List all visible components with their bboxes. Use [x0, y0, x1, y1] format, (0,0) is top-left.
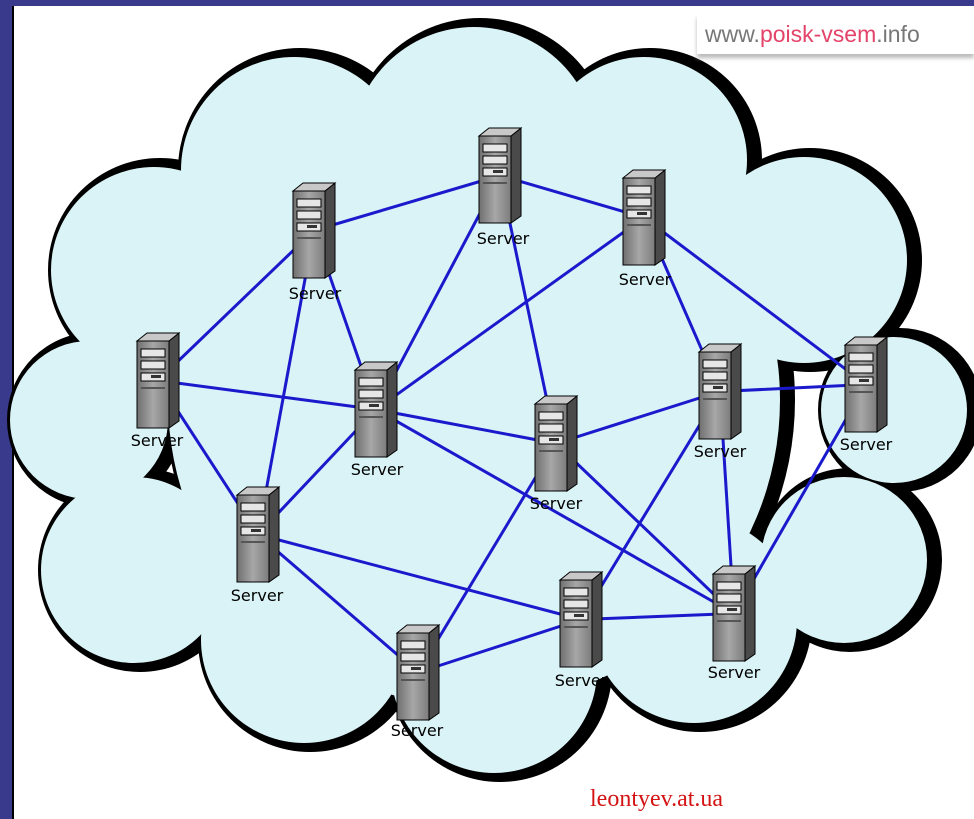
network-link [580, 612, 735, 621]
server-node [353, 360, 399, 458]
left-frame-bar [0, 0, 12, 819]
server-tower-icon [843, 335, 889, 433]
server-tower-icon [135, 331, 181, 429]
server-nodes: ServerServerServerServerServerServerServ… [131, 126, 893, 740]
network-link [417, 618, 582, 674]
server-node [558, 570, 604, 668]
network-link [257, 533, 582, 621]
server-label: Server [555, 671, 608, 690]
top-frame-bar [0, 0, 974, 6]
server-node [533, 394, 579, 492]
server-tower-icon [291, 181, 337, 279]
server-tower-icon [711, 564, 757, 662]
watermark-suffix: .info [876, 21, 920, 47]
server-tower-icon [558, 570, 604, 668]
network-link [732, 383, 868, 615]
network-link [555, 390, 721, 445]
network-link [554, 442, 736, 615]
server-node [395, 623, 441, 721]
watermark-prefix: www. [705, 21, 760, 47]
server-tower-icon [477, 126, 523, 224]
server-node [843, 335, 889, 433]
server-tower-icon [621, 168, 667, 266]
server-label: Server [530, 494, 583, 513]
server-label: Server [231, 586, 284, 605]
network-link [313, 174, 501, 232]
network-link [375, 408, 735, 615]
network-link [499, 174, 645, 219]
server-label: Server [391, 721, 444, 740]
watermark-highlight: poisk-vsem [759, 21, 877, 47]
server-tower-icon [235, 485, 281, 583]
network-link [375, 216, 645, 411]
server-node [697, 342, 743, 440]
server-label: Server [708, 663, 761, 682]
server-tower-icon [697, 342, 743, 440]
server-label: Server [477, 229, 530, 248]
server-node [135, 331, 181, 429]
network-link [256, 230, 316, 535]
server-tower-icon [395, 623, 441, 721]
server-label: Server [131, 431, 184, 450]
server-label: Server [351, 460, 404, 479]
site-watermark: www.poisk-vsem.info [697, 14, 974, 54]
server-label: Server [840, 435, 893, 454]
server-node [291, 181, 337, 279]
server-node [621, 168, 667, 266]
network-link [579, 390, 722, 621]
network-link [156, 229, 316, 382]
network-link [416, 442, 558, 674]
network-link [643, 216, 867, 386]
server-label: Server [619, 270, 672, 289]
network-link [257, 533, 419, 674]
network-link [375, 408, 557, 445]
server-label: Server [694, 442, 747, 461]
network-link [157, 379, 377, 411]
network-link [719, 383, 867, 393]
server-node [235, 485, 281, 583]
credit-text: leontyev.at.ua [590, 786, 724, 812]
server-tower-icon [533, 394, 579, 492]
server-node [477, 126, 523, 224]
server-label: Server [289, 284, 342, 303]
server-tower-icon [353, 360, 399, 458]
server-node [711, 564, 757, 662]
